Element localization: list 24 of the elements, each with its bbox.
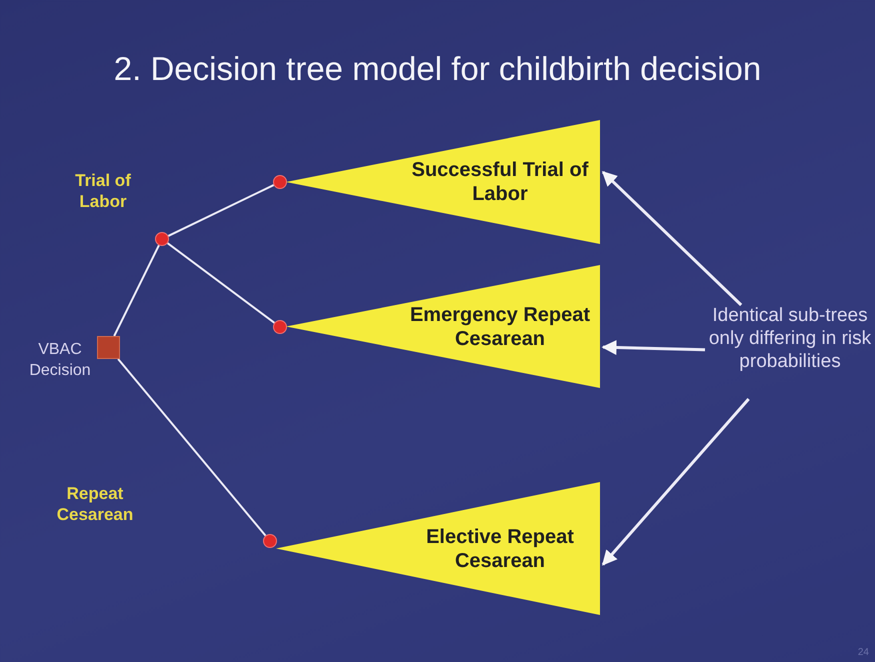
subtree-triangle [286, 120, 600, 244]
outcome-label: Successful Trial of Labor [410, 158, 590, 206]
chance-node [155, 232, 169, 246]
subtree-triangle [286, 265, 600, 388]
slide-title: 2. Decision tree model for childbirth decision [112, 50, 762, 88]
chance-node [273, 175, 287, 189]
chance-node [263, 534, 277, 548]
decision-node [97, 336, 120, 359]
annotation-text: Identical sub-trees only differing in risk probabilities [708, 305, 872, 374]
branch-label: Trial of Labor [74, 170, 132, 212]
subtree-triangle [276, 482, 600, 615]
outcome-label: Elective Repeat Cesarean [425, 524, 575, 572]
branch-line [168, 184, 274, 237]
node-label: VBAC Decision [28, 340, 92, 381]
branch-line [167, 242, 275, 324]
branch-line [117, 358, 266, 536]
branch-label: Repeat Cesarean [56, 483, 134, 526]
outcome-label: Emergency Repeat Cesarean [408, 302, 592, 350]
page-number: 24 [858, 647, 869, 658]
branch-line [113, 244, 160, 336]
chance-node [273, 320, 287, 334]
arrow [602, 340, 706, 355]
arrow [602, 398, 750, 566]
arrow [602, 171, 742, 306]
